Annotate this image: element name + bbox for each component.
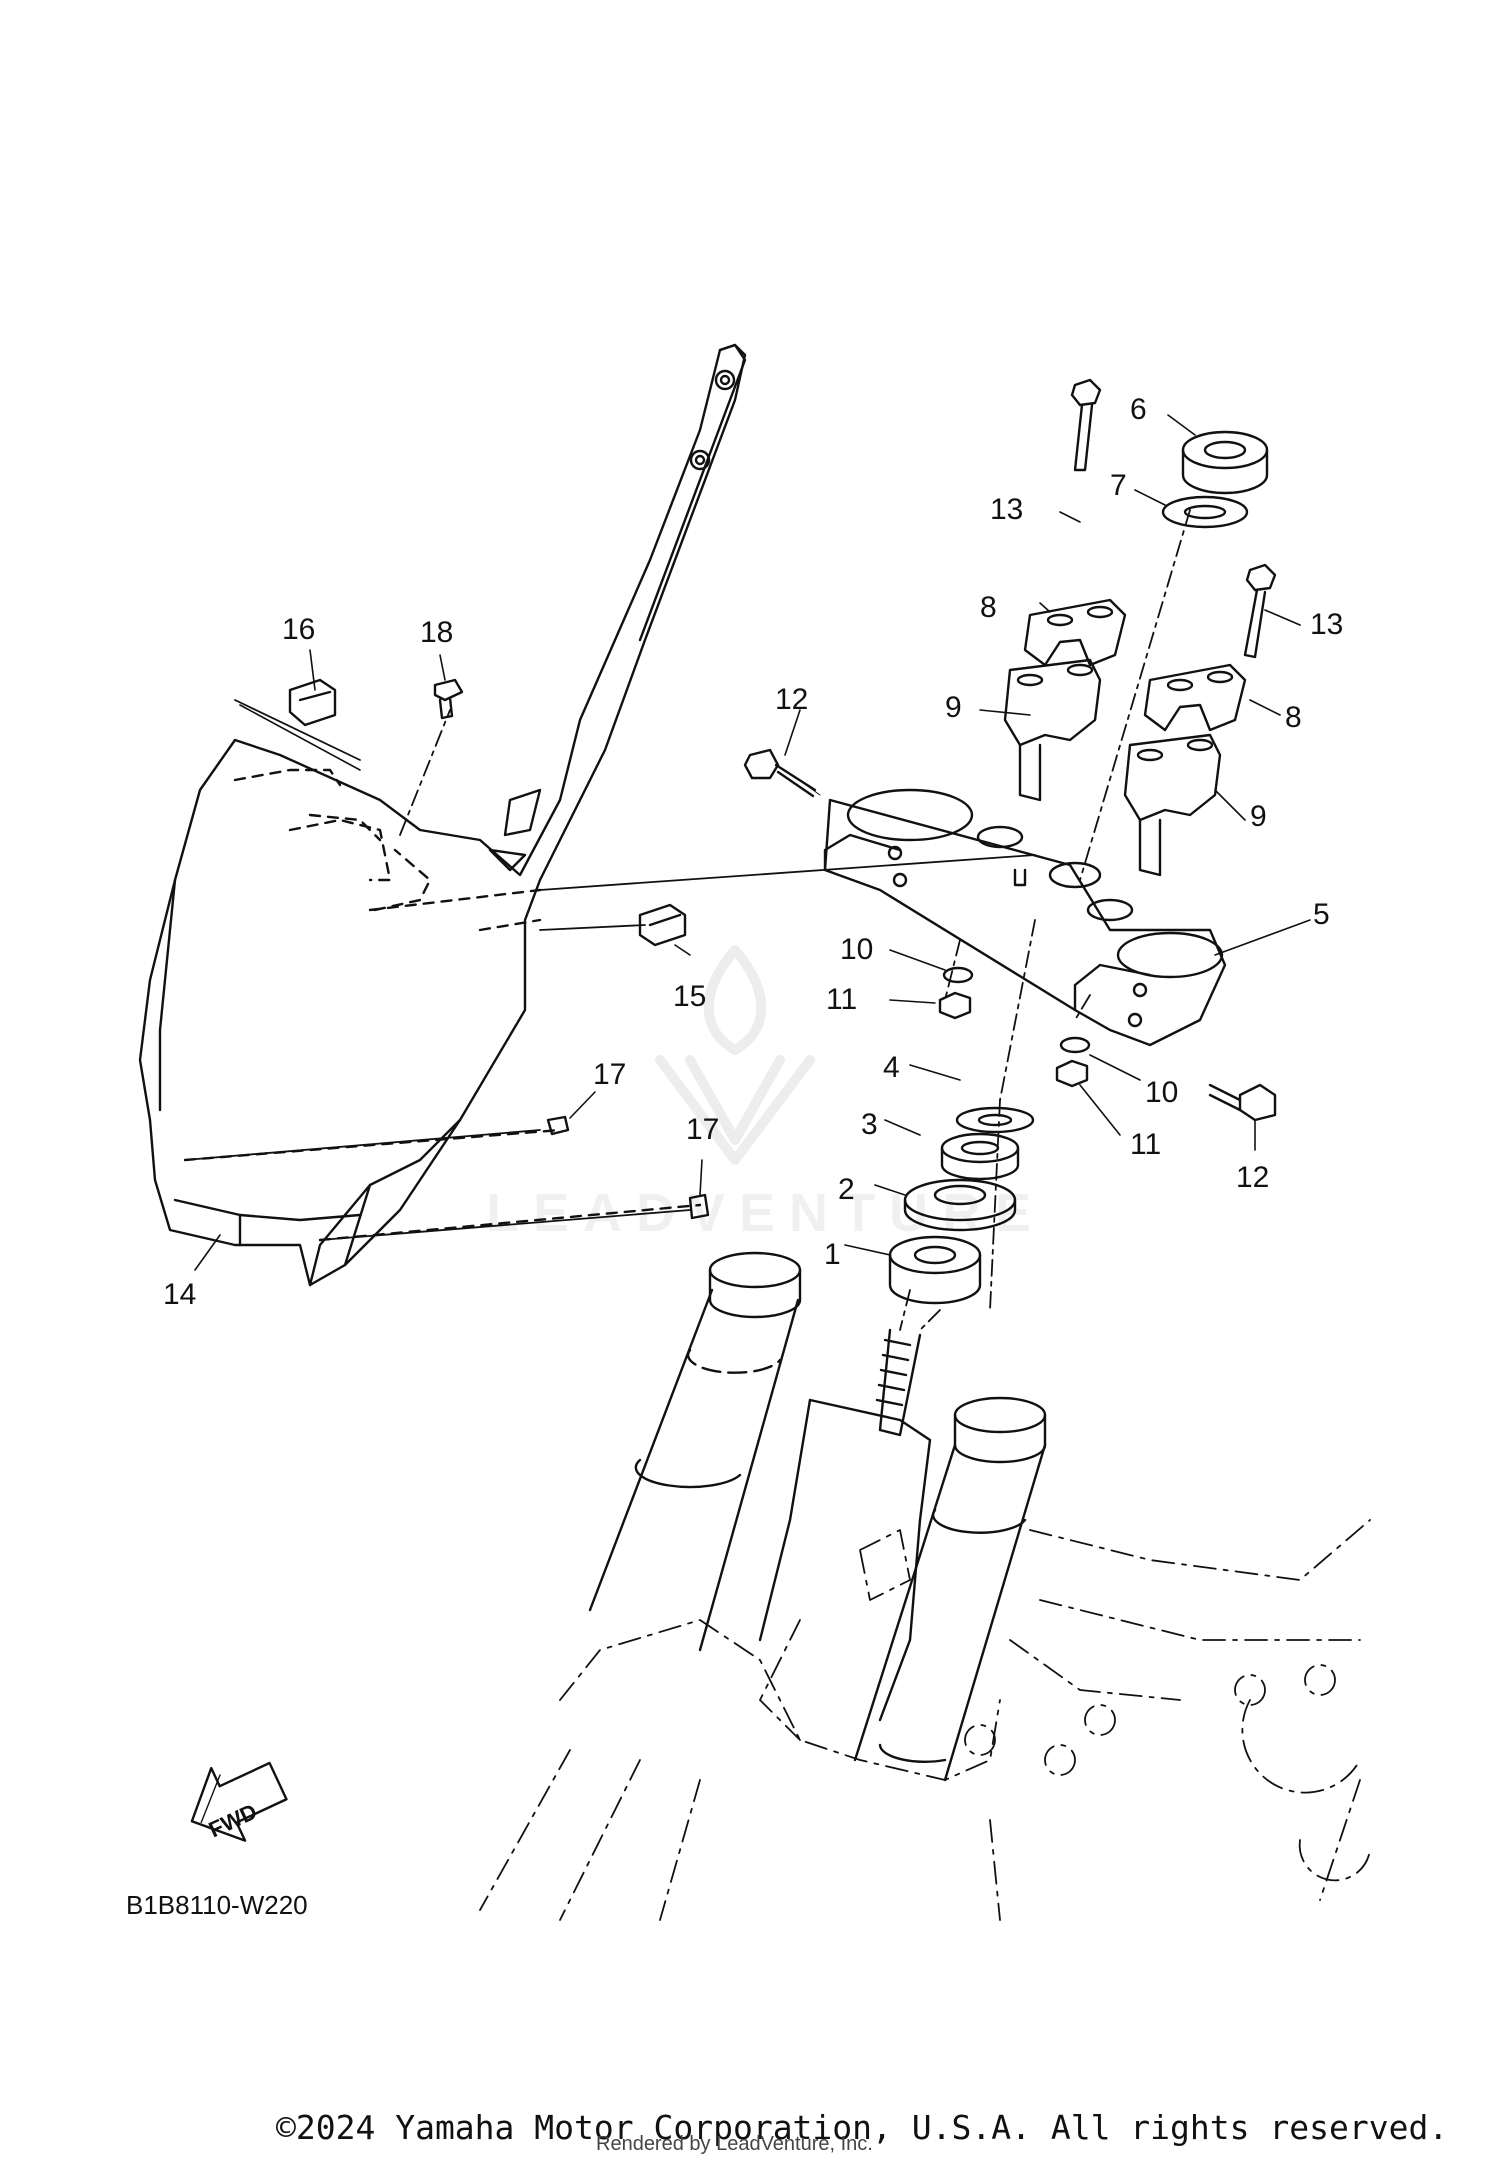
callout-17-upper: 17: [593, 1058, 627, 1091]
ring-nut-3: [940, 1132, 1020, 1181]
rendered-by-text: Rendered by LeadVenture, Inc.: [596, 2133, 873, 2155]
callout-11-right: 11: [1130, 1128, 1162, 1161]
callout-10-left: 10: [840, 933, 874, 966]
callout-13-left: 13: [990, 493, 1024, 526]
watermark-logo: [655, 945, 815, 1165]
callout-17-lower: 17: [686, 1113, 720, 1146]
callout-8-left: 8: [980, 591, 997, 624]
bolt-13-right: [1243, 563, 1277, 659]
washer-10-left: [942, 966, 974, 984]
callout-3: 3: [861, 1108, 878, 1141]
upper-bracket-5: [823, 788, 1227, 1047]
callout-11-left: 11: [826, 983, 858, 1016]
holder-upper-8-right: [1143, 663, 1247, 732]
clip-16: [239, 678, 361, 771]
callout-12-left: 12: [775, 683, 809, 716]
callout-16: 16: [282, 613, 316, 646]
clip-17a: [546, 1115, 570, 1136]
steering-nut-6: [1181, 430, 1269, 495]
callout-12-right: 12: [1236, 1161, 1270, 1194]
callout-8-right: 8: [1285, 701, 1302, 734]
fork-tube-left: [588, 1251, 802, 1652]
callout-9-right: 9: [1250, 800, 1267, 833]
callout-2: 2: [838, 1173, 855, 1206]
bolt-12-left: [743, 748, 821, 798]
holder-lower-9-right: [1123, 733, 1222, 877]
clip-17b: [688, 1193, 710, 1220]
callout-13-right: 13: [1310, 608, 1344, 641]
callout-1: 1: [824, 1238, 841, 1271]
bearing-1: [888, 1235, 982, 1305]
washer-7: [1161, 495, 1249, 529]
assembly-lines: [184, 509, 1191, 1331]
callout-6: 6: [1130, 393, 1147, 426]
bolt-12-right: [1208, 1083, 1277, 1122]
clip-15: [638, 903, 687, 947]
callout-5: 5: [1313, 898, 1330, 931]
callout-14: 14: [163, 1278, 197, 1311]
plate-hidden-lines: [183, 768, 702, 1242]
bolt-13-left: [1070, 378, 1102, 472]
nut-11-left: [938, 991, 972, 1020]
diagram-code: B1B8110-W220: [126, 1890, 308, 1920]
holder-upper-8-left: [1023, 598, 1127, 667]
callout-15: 15: [673, 980, 707, 1013]
callout-9-left: 9: [945, 691, 962, 724]
copyright-text: ©2024 Yamaha Motor Corporation, U.S.A. A…: [276, 2108, 1449, 2147]
callout-18: 18: [420, 616, 454, 649]
bolt-18: [433, 678, 464, 720]
number-plate-14: [138, 343, 747, 1287]
washer-10-right: [1059, 1036, 1091, 1054]
callout-10-right: 10: [1145, 1076, 1179, 1109]
callout-leaders: [194, 414, 1311, 1271]
holder-lower-9-left: [1003, 658, 1102, 802]
callout-4: 4: [883, 1051, 900, 1084]
frame-hidden: [479, 1519, 1371, 1921]
nut-11-right: [1055, 1059, 1089, 1088]
fwd-arrow-icon: [190, 1761, 288, 1842]
bearing-cover-2: [903, 1178, 1017, 1232]
callout-7: 7: [1110, 469, 1127, 502]
washer-4: [955, 1106, 1035, 1134]
steering-stem: [758, 1328, 932, 1722]
fork-tube-right: [853, 1396, 1047, 1782]
watermark-text: LEADVENTURE: [486, 1183, 1046, 1243]
